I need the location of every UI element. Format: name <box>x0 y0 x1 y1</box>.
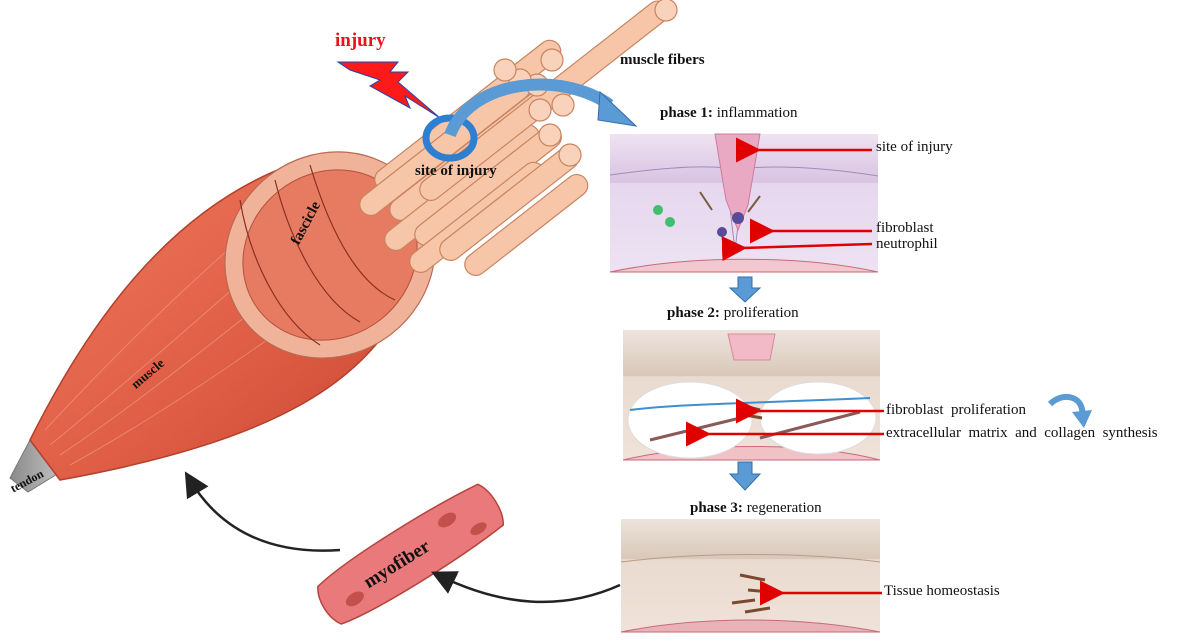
annotation-pointers <box>686 137 884 606</box>
phase3-title-rest: regeneration <box>746 500 822 516</box>
fascicle-bands <box>239 164 396 346</box>
arrow-regeneration-to-myofiber <box>430 571 621 604</box>
phase2-title: phase 2: proliferation <box>667 305 799 322</box>
phase2-title-rest: proliferation <box>723 305 799 321</box>
annotation-site-of-injury: site of injury <box>876 139 953 155</box>
annotation-ecm-collagen-synthesis: extracellular matrix and collagen synthe… <box>886 425 1158 441</box>
annotation-tissue-homeostasis: Tissue homeostasis <box>884 583 1000 599</box>
annotation-fibroblast-proliferation: fibroblast proliferation <box>886 402 1026 418</box>
down-arrow-phase2-to-3 <box>728 461 762 491</box>
phase3-title-bold: phase 3: <box>690 500 743 516</box>
phase3-title: phase 3: regeneration <box>690 500 822 517</box>
curved-arrow-to-phase1 <box>444 78 614 138</box>
annotation-neutrophil: neutrophil <box>876 236 938 252</box>
phase1-title-bold: phase 1: <box>660 105 713 121</box>
arrow-myofiber-to-muscle <box>184 471 341 552</box>
injury-lightning-icon <box>336 61 441 119</box>
phase1-title: phase 1: inflammation <box>660 105 798 122</box>
muscle-fibers-label: muscle fibers <box>620 52 705 68</box>
annotation-fibroblast: fibroblast <box>876 220 934 236</box>
phase3-panel <box>620 519 881 633</box>
injury-label: injury <box>335 30 386 51</box>
myofiber-shape <box>317 483 505 625</box>
phase2-panel <box>622 330 881 461</box>
injury-site-ring-icon <box>422 114 478 162</box>
phase2-title-bold: phase 2: <box>667 305 720 321</box>
down-arrow-phase1-to-2 <box>728 276 762 303</box>
phase1-title-rest: inflammation <box>716 105 798 121</box>
phase1-panel <box>609 133 879 273</box>
site-of-injury-muscle-label: site of injury <box>415 163 497 179</box>
